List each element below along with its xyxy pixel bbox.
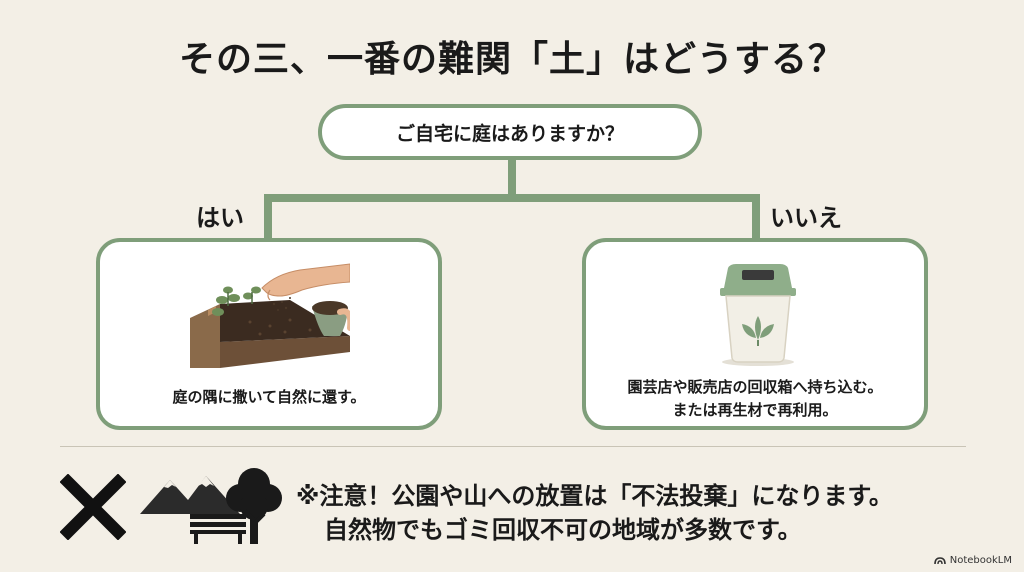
divider (60, 446, 966, 447)
branch-label-yes: はい (196, 204, 244, 232)
question-box: ご自宅に庭はありますか？ (318, 104, 702, 160)
recycling-bin-icon (720, 264, 796, 366)
card-no: 園芸店や販売店の回収箱へ持ち込む。 または再生材で再利用。 (582, 238, 928, 430)
cross-mark-icon (60, 474, 126, 540)
connector-stem (508, 160, 516, 198)
warning-line-2: 自然物でもゴミ回収不可の地域が多数です。 (324, 516, 802, 544)
branch-label-no: いいえ (770, 204, 842, 232)
tree-icon (226, 468, 282, 544)
card-no-text-line1: 園芸店や販売店の回収箱へ持ち込む。 (627, 378, 883, 396)
card-no-text-line2: または再生材で再利用。 (672, 401, 838, 419)
connector-right-drop (752, 194, 760, 240)
card-yes-text: 庭の隅に撒いて自然に還す。 (172, 388, 366, 406)
card-yes: 庭の隅に撒いて自然に還す。 (96, 238, 442, 430)
bench-icon (190, 514, 246, 544)
watermark-text: NotebookLM (949, 555, 1012, 566)
warning-line-1: ※注意！公園や山への放置は「不法投棄」になります。 (296, 482, 893, 510)
garden-soil-illustration (190, 260, 350, 370)
page-title: その三、一番の難関「土」はどうする？ (178, 39, 845, 80)
mountain-icon (140, 476, 240, 514)
connector-crossbar (264, 194, 760, 202)
connector-left-drop (264, 194, 272, 240)
notebooklm-logo-icon (933, 557, 946, 565)
watermark: NotebookLM (933, 555, 1012, 566)
